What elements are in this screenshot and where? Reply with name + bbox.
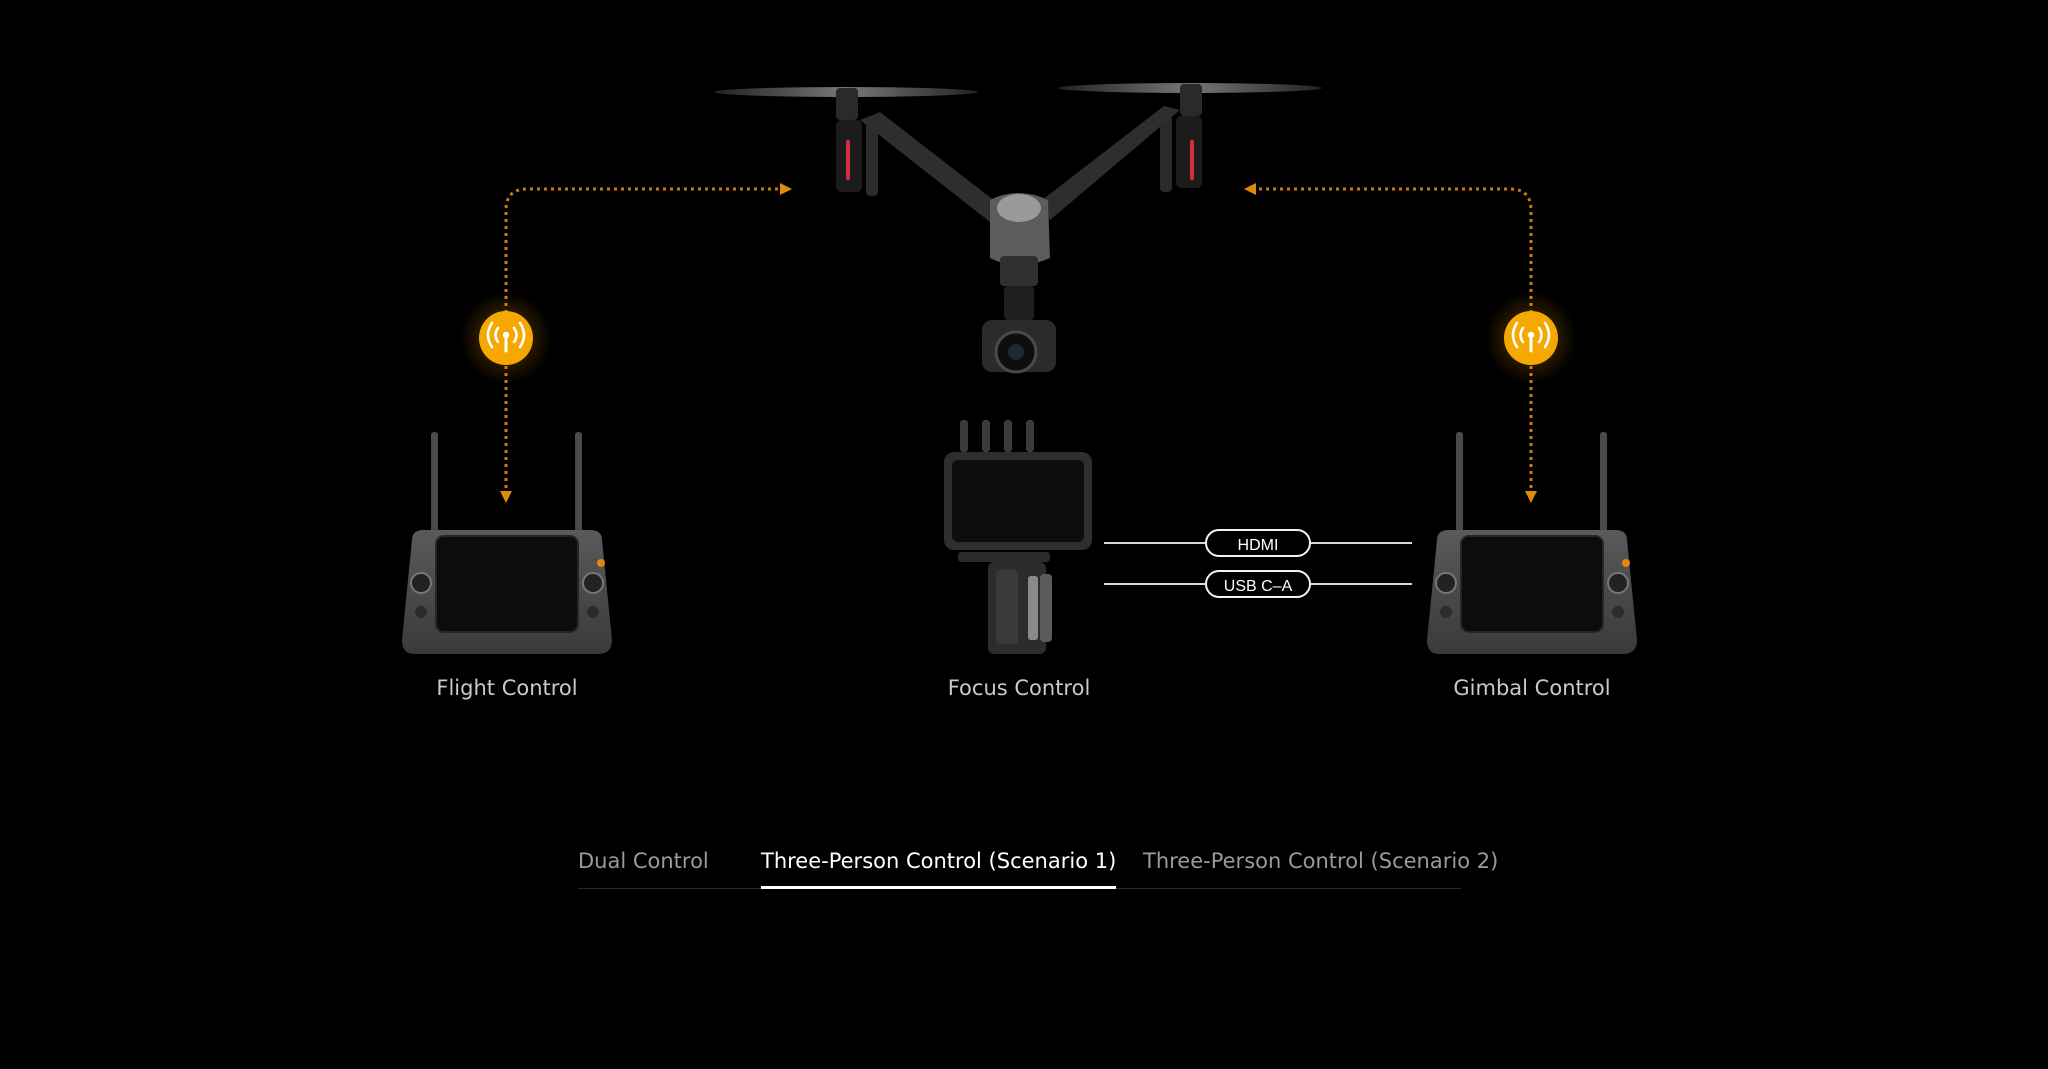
flight-control-caption: Flight Control xyxy=(436,676,578,700)
drone-illustration xyxy=(714,83,1322,374)
hdmi-connection: HDMI xyxy=(1104,529,1412,557)
arrow-to-gimbal-controller xyxy=(1525,491,1537,503)
usb-label: USB C–A xyxy=(1224,578,1293,595)
usb-connection: USB C–A xyxy=(1104,570,1412,598)
flight-link xyxy=(500,183,792,503)
hdmi-label: HDMI xyxy=(1238,537,1279,554)
wireless-signal-icon xyxy=(1485,292,1577,384)
gimbal-link xyxy=(1244,183,1537,503)
scenario-tabs: Dual Control Three-Person Control (Scena… xyxy=(578,836,1498,889)
arrow-to-flight-controller xyxy=(500,491,512,503)
tab-dual-control[interactable]: Dual Control xyxy=(578,849,709,873)
arrow-to-drone-left xyxy=(780,183,792,195)
arrow-to-drone-right xyxy=(1244,183,1256,195)
gimbal-remote-controller xyxy=(1427,432,1637,654)
focus-control-device xyxy=(944,420,1092,654)
flight-remote-controller xyxy=(402,432,612,654)
focus-control-caption: Focus Control xyxy=(947,676,1091,700)
tab-three-person-scenario-1[interactable]: Three-Person Control (Scenario 1) xyxy=(761,846,1117,889)
wireless-signal-icon xyxy=(460,292,552,384)
tab-three-person-scenario-2[interactable]: Three-Person Control (Scenario 2) xyxy=(1143,849,1499,873)
gimbal-control-caption: Gimbal Control xyxy=(1453,676,1611,700)
